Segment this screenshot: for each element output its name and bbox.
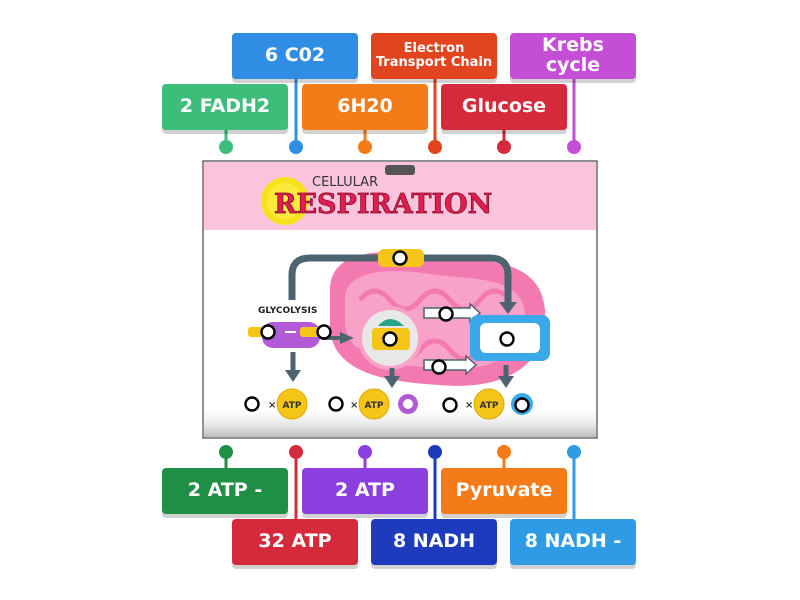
atp-coin-label: ATP [364,401,383,411]
glucose-molecule-right [300,327,322,337]
drop-target-ring[interactable] [244,396,260,412]
title-large: RESPIRATION [274,189,492,220]
sun-icon [261,177,309,225]
connector-pin [358,445,372,459]
cycle-arrowhead [499,302,517,314]
times-sign: × [350,400,358,411]
connector-pin [428,445,442,459]
drop-target-ring[interactable] [316,324,332,340]
zoom-control-icon[interactable] [385,165,415,175]
drop-target-ring[interactable] [392,250,408,266]
title-small: CELLULAR [312,175,378,190]
label-text: 2 ATP - [187,479,263,502]
connector-pin [289,445,303,459]
drop-target-ring[interactable] [438,306,454,322]
glycolysis-arrow [340,332,354,344]
glycolysis-label: GLYCOLYSIS [258,306,317,316]
label-text: Glucose [461,95,547,118]
drop-target-ring[interactable] [514,397,530,413]
atp-coin-icon [358,388,390,420]
times-sign: × [268,400,276,411]
connector-pin [497,445,511,459]
label-text: 8 NADH [392,530,476,553]
atp-coin-label: ATP [282,401,301,411]
drop-target-ring[interactable] [431,359,447,375]
connector-pin [497,140,511,154]
atp-coin-icon [473,388,505,420]
label-tile-8-nadh[interactable]: 8 NADH [371,519,497,565]
diagram-image: CELLULAR RESPIRATION GLYCOLYSIS [202,160,598,439]
atp-coin-icon [276,388,308,420]
connector-pin [219,445,233,459]
label-tile-6-co2[interactable]: 6 C02 [232,33,358,79]
label-text: 8 NADH - [524,530,622,553]
label-tile-2-fadh2[interactable]: 2 FADH2 [162,84,288,130]
label-text: Krebs cycle [542,34,604,76]
drop-target-ring[interactable] [328,396,344,412]
drop-target-ring[interactable] [499,331,515,347]
label-tile-krebs-cycle[interactable]: Krebs cycle [510,33,636,79]
drop-target-ring[interactable] [260,324,276,340]
connector-pin [567,445,581,459]
drop-targets[interactable] [244,250,530,413]
label-text: 32 ATP [258,530,332,553]
label-tile-pyruvate[interactable]: Pyruvate [441,468,567,514]
down-arrows [285,352,514,388]
drop-target-ring[interactable] [382,331,398,347]
times-sign: × [465,400,473,411]
atp-coin-label: ATP [479,401,498,411]
connector-pin [358,140,372,154]
label-tile-2-atp[interactable]: 2 ATP [302,468,428,514]
connector-pin [289,140,303,154]
label-tile-32-atp[interactable]: 32 ATP [232,519,358,565]
connector-pin [219,140,233,154]
label-text: 2 FADH2 [179,95,271,118]
label-text: 6H20 [337,95,393,118]
connector-pin [428,140,442,154]
connector-lines [219,77,581,521]
label-tile-2-atp-dash[interactable]: 2 ATP - [162,468,288,514]
drop-target-ring[interactable] [442,397,458,413]
label-tile-6h20[interactable]: 6H20 [302,84,428,130]
connector-pin [567,140,581,154]
atp-yields: × ATP × ATP × ATP [268,388,505,420]
label-text: 2 ATP [335,479,395,502]
label-tile-8-nadh-dash[interactable]: 8 NADH - [510,519,636,565]
label-text: 6 C02 [264,44,326,67]
label-tile-glucose[interactable]: Glucose [441,84,567,130]
label-text: Pyruvate [455,479,553,502]
